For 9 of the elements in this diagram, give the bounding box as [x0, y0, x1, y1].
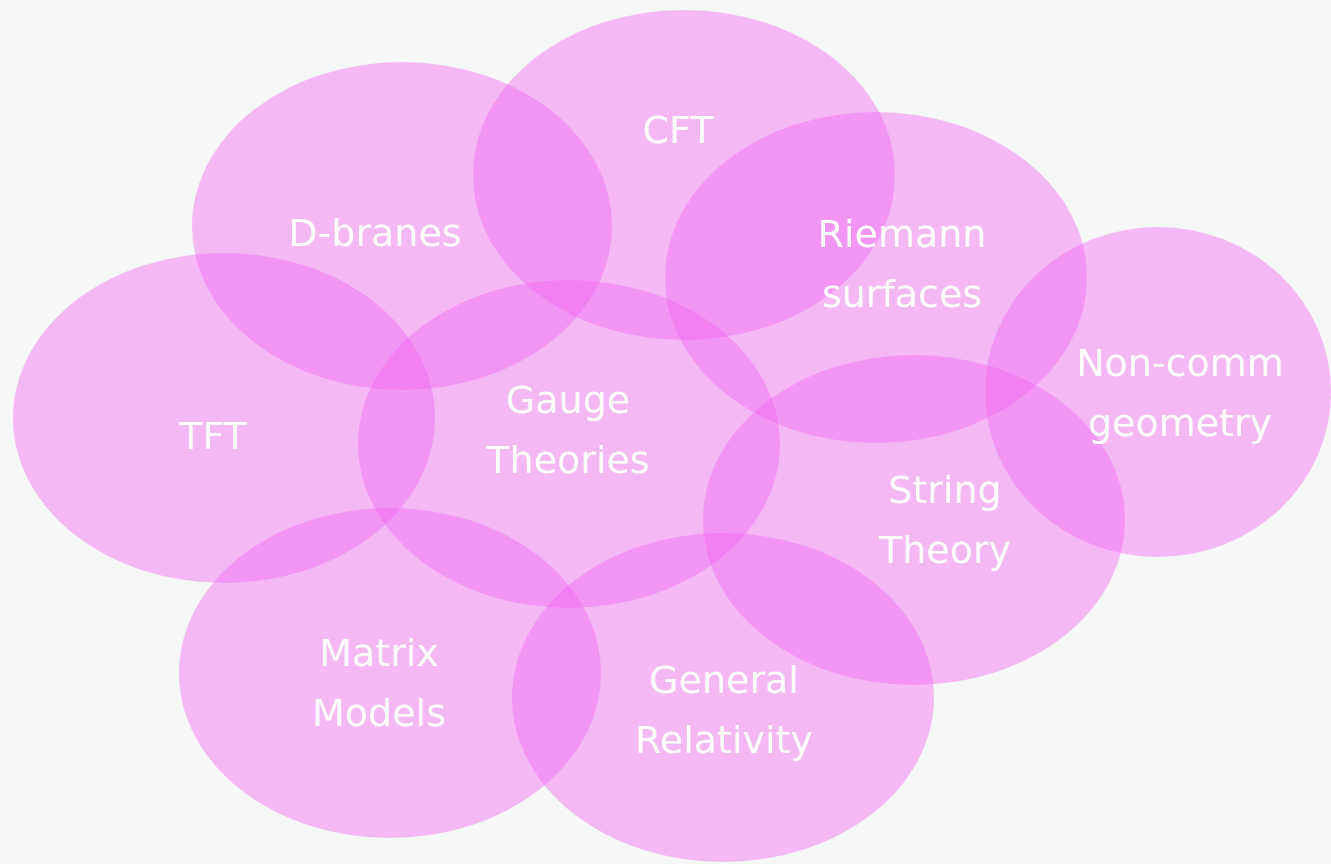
topic-label: Matrix Models — [311, 630, 447, 737]
topic-label: TFT — [178, 413, 248, 460]
topic-label: String Theory — [877, 467, 1012, 574]
topic-label: Riemann surfaces — [816, 211, 988, 318]
topic-label: General Relativity — [634, 657, 814, 764]
topic-label: D-branes — [287, 210, 463, 257]
topic-label: Non-comm geometry — [1075, 340, 1285, 447]
topic-label: Gauge Theories — [485, 377, 651, 484]
topic-label: CFT — [641, 107, 715, 154]
